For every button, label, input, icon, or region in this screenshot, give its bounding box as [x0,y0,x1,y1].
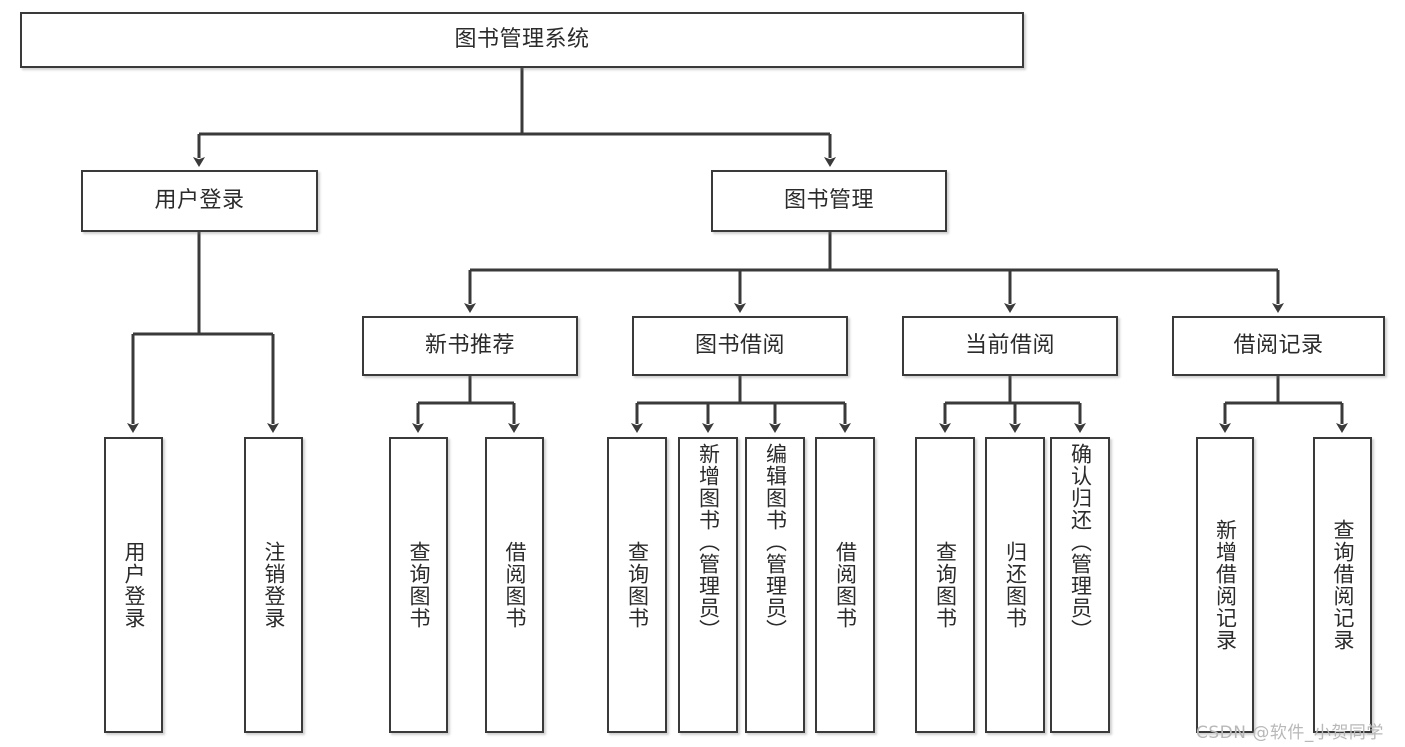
node-borrow-record-label: 借阅记录 [1233,333,1324,359]
node-leaf-return-book-label: 归还图书 [1003,541,1028,629]
node-leaf-add-book-admin-label: 新增图书（管理员） [696,443,721,641]
node-leaf-confirm-return-admin[interactable]: 确认归还（管理员） [1050,437,1110,733]
node-leaf-user-logout[interactable]: 注销登录 [244,437,303,733]
node-leaf-edit-book-admin[interactable]: 编辑图书（管理员） [745,437,805,733]
node-leaf-query-borrow-record[interactable]: 查询借阅记录 [1313,437,1372,733]
node-leaf-confirm-return-admin-label: 确认归还（管理员） [1068,443,1093,641]
node-book-manage[interactable]: 图书管理 [711,170,947,232]
node-leaf-query-book-rec-label: 查询图书 [407,541,431,629]
node-leaf-query-book-cur-label: 查询图书 [933,541,958,629]
node-user-login-label: 用户登录 [154,188,245,214]
node-user-login[interactable]: 用户登录 [81,170,318,232]
node-current-borrow-label: 当前借阅 [964,333,1055,359]
watermark-text: CSDN @软件_小贺同学 [1196,723,1384,743]
node-root-label: 图书管理系统 [454,27,590,53]
node-new-book-rec-label: 新书推荐 [424,333,515,359]
node-root-system[interactable]: 图书管理系统 [20,12,1024,68]
node-book-manage-label: 图书管理 [783,188,874,214]
node-leaf-borrow-book-label: 借阅图书 [833,541,858,629]
node-leaf-query-borrow-record-label: 查询借阅记录 [1331,519,1355,651]
node-book-borrow-label: 图书借阅 [694,333,785,359]
node-leaf-borrow-book-rec-label: 借阅图书 [503,541,527,629]
node-new-book-rec[interactable]: 新书推荐 [362,316,578,376]
node-leaf-query-book-rec[interactable]: 查询图书 [389,437,448,733]
node-leaf-add-borrow-record-label: 新增借阅记录 [1213,519,1238,651]
node-leaf-query-book-borrow-label: 查询图书 [625,541,650,629]
node-leaf-user-logout-label: 注销登录 [262,541,286,629]
node-leaf-user-login[interactable]: 用户登录 [104,437,163,733]
node-leaf-add-borrow-record[interactable]: 新增借阅记录 [1196,437,1254,733]
node-leaf-add-book-admin[interactable]: 新增图书（管理员） [678,437,738,733]
node-leaf-borrow-book-rec[interactable]: 借阅图书 [485,437,544,733]
node-book-borrow[interactable]: 图书借阅 [632,316,848,376]
node-leaf-edit-book-admin-label: 编辑图书（管理员） [763,443,788,641]
node-leaf-borrow-book[interactable]: 借阅图书 [815,437,875,733]
node-borrow-record[interactable]: 借阅记录 [1172,316,1385,376]
node-leaf-query-book-cur[interactable]: 查询图书 [915,437,975,733]
node-leaf-return-book[interactable]: 归还图书 [985,437,1045,733]
node-current-borrow[interactable]: 当前借阅 [902,316,1118,376]
node-leaf-query-book-borrow[interactable]: 查询图书 [607,437,667,733]
node-leaf-user-login-label: 用户登录 [122,541,146,629]
